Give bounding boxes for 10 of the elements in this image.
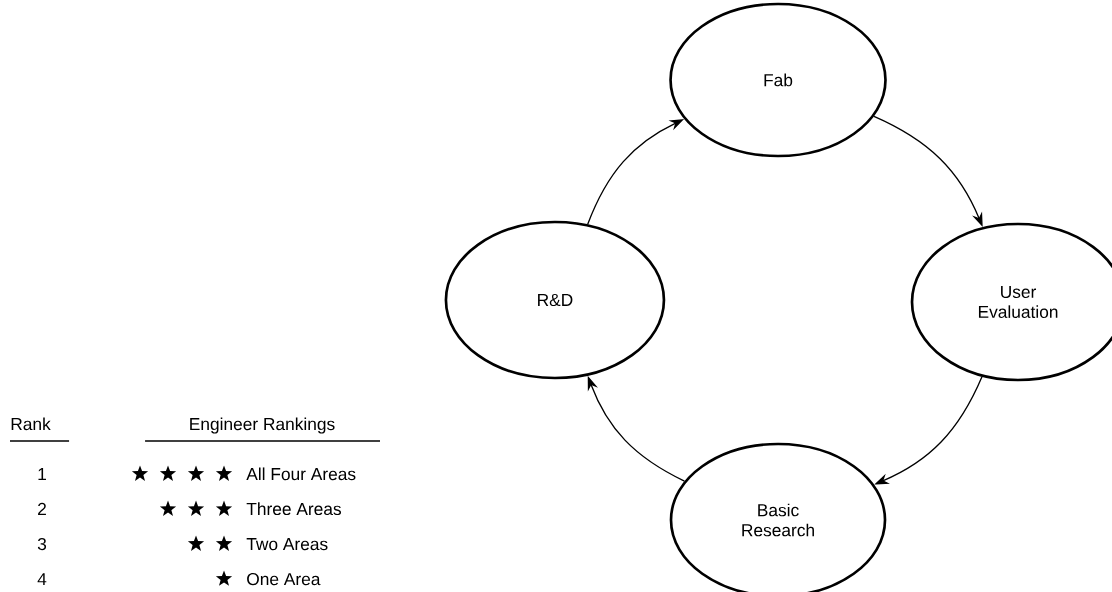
ranking-description: All Four Areas [246, 467, 356, 481]
ranking-description: Two Areas [246, 538, 328, 551]
column-header: Engineer Rankings [190, 417, 335, 434]
rank-number: 1 [38, 468, 46, 480]
rank-number: 3 [37, 537, 47, 551]
rank-number: 2 [38, 502, 46, 515]
column-header: Rank [11, 417, 51, 431]
ranking-description: One Area [247, 572, 321, 586]
rank-number: 4 [37, 573, 47, 586]
ranking-description: Three Areas [246, 502, 341, 516]
